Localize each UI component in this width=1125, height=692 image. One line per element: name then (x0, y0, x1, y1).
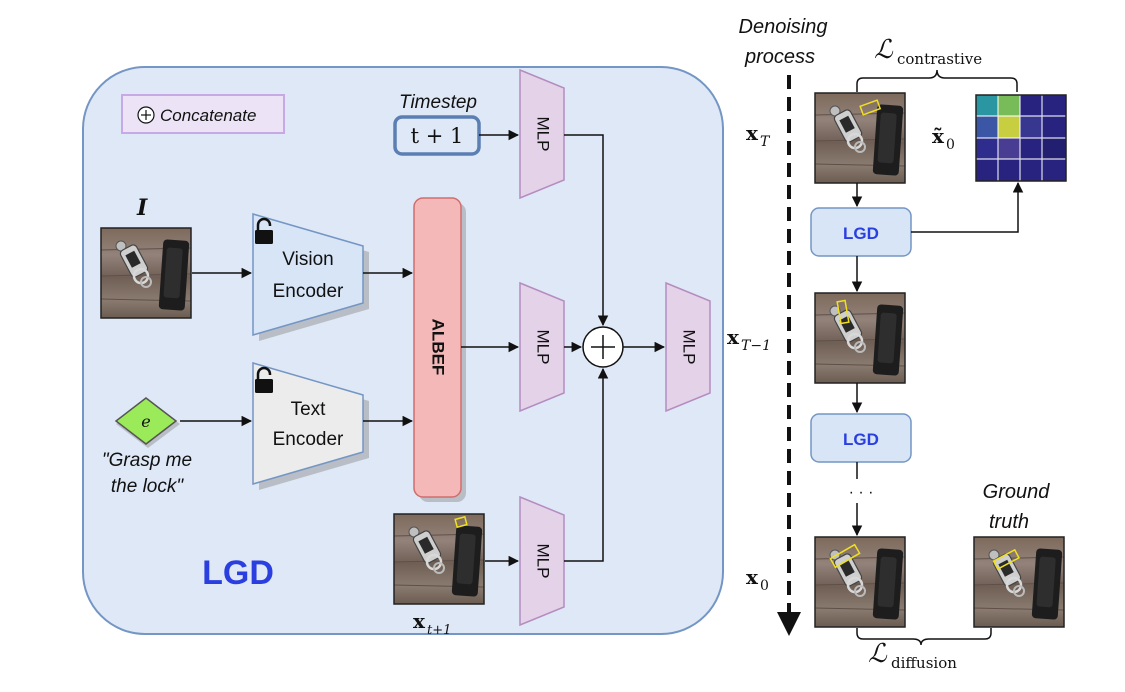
contrastive-brace (856, 69, 1018, 92)
diffusion-brace (856, 628, 992, 646)
denoising-line1: Denoising (739, 16, 828, 38)
concat-node (582, 326, 624, 368)
mlp-timestep: MLP (519, 68, 565, 200)
mlp-noisy: MLP (519, 495, 565, 627)
lgd-panel (82, 66, 724, 635)
svg-text:x: x (746, 121, 759, 145)
svg-text:LGD: LGD (843, 224, 879, 243)
text-encoder-line2: Encoder (273, 429, 344, 450)
svg-text:x: x (413, 609, 426, 633)
x0-image (813, 535, 907, 629)
diffusion-loss-label: ℒ diffusion (868, 639, 957, 672)
timestep-title: Timestep (399, 92, 477, 113)
text-token-label: e (141, 412, 150, 431)
vision-encoder-line2: Encoder (273, 281, 344, 302)
connectors (180, 129, 666, 567)
prompt-line1: "Grasp me (102, 450, 192, 471)
right-connectors (851, 181, 1024, 537)
prompt-line2: the lock" (111, 476, 184, 497)
svg-text:x: x (746, 565, 759, 589)
lock-icon (255, 366, 273, 393)
mlp-label: MLP (680, 330, 699, 365)
xt1-label: x t+1 (413, 609, 451, 638)
concatenate-label: Concatenate (160, 106, 256, 125)
vision-encoder: Vision Encoder (252, 213, 369, 341)
input-image (99, 226, 193, 320)
svg-text:x: x (727, 325, 740, 349)
svg-text:diffusion: diffusion (891, 654, 957, 672)
svg-text:ℒ: ℒ (868, 639, 888, 669)
ellipsis: · · · (849, 484, 874, 501)
heatmap-image (975, 94, 1067, 182)
ground-truth-line1: Ground (983, 481, 1051, 503)
mlp-label: MLP (534, 544, 553, 579)
lgd-main-label: LGD (202, 554, 274, 592)
svg-text:x̃: x̃ (932, 124, 945, 148)
svg-text:contrastive: contrastive (897, 50, 982, 68)
svg-text:T−1: T−1 (741, 338, 771, 354)
text-token: e (114, 397, 180, 448)
timestep-value: t + 1 (411, 124, 464, 148)
denoising-arrowhead (777, 612, 801, 636)
albef-block: ALBEF (413, 197, 466, 502)
vision-encoder-line1: Vision (282, 249, 333, 270)
lock-icon (255, 217, 273, 244)
denoising-line2: process (744, 46, 815, 68)
text-encoder-line1: Text (291, 399, 327, 420)
svg-text:0: 0 (946, 137, 955, 153)
noisy-grasp-image (392, 512, 486, 606)
text-encoder: Text Encoder (252, 362, 369, 490)
ground-truth-line2: truth (989, 511, 1029, 533)
timestep-box: t + 1 (393, 115, 481, 156)
lgd-block-1: LGD (810, 207, 912, 257)
concatenate-legend: Concatenate (121, 94, 285, 134)
x0-tilde-label: x̃ 0 (932, 124, 955, 153)
x0-label: x 0 (746, 565, 769, 594)
xT1-image (813, 291, 907, 385)
svg-text:t+1: t+1 (427, 623, 451, 638)
xT-image (813, 91, 907, 185)
svg-text:0: 0 (760, 578, 769, 594)
mlp-label: MLP (534, 117, 553, 152)
mlp-output: MLP (665, 281, 711, 413)
mlp-albef: MLP (519, 281, 565, 413)
xT-label: x T (746, 121, 771, 150)
svg-text:LGD: LGD (843, 430, 879, 449)
albef-label: ALBEF (429, 319, 448, 376)
xT1-label: x T−1 (727, 325, 771, 354)
mlp-label: MLP (534, 330, 553, 365)
contrastive-loss-label: ℒ contrastive (874, 35, 982, 68)
input-image-label: I (136, 195, 148, 221)
ground-truth-image (972, 535, 1066, 629)
lgd-block-2: LGD (810, 413, 912, 463)
svg-text:T: T (760, 134, 771, 150)
svg-text:ℒ: ℒ (874, 35, 894, 65)
